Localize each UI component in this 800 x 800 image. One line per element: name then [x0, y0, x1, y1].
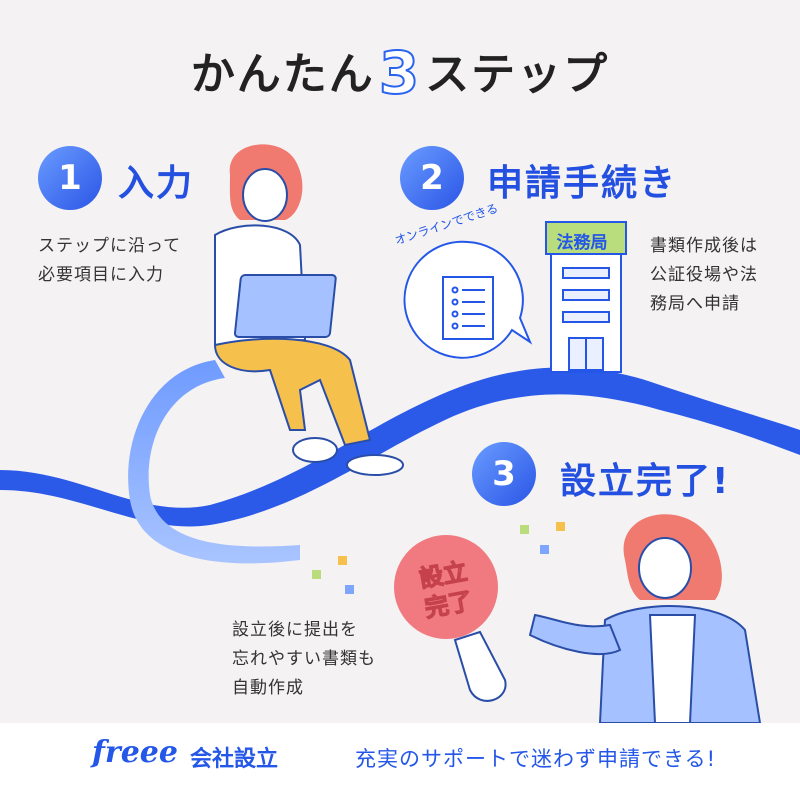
step-1-label: 入力 [118, 163, 195, 204]
page-title: かんたん3ステップ [190, 38, 610, 108]
completion-stamp [394, 535, 507, 702]
office-sign: 法務局 [556, 233, 608, 253]
person-presenting [528, 514, 762, 724]
step-2-description: 書類作成後は 公証役場や法 務局へ申請 [650, 236, 758, 314]
loop-ribbon [128, 360, 300, 564]
step-2-badge: 2 [400, 146, 464, 210]
person-typing [213, 144, 404, 476]
confetti [312, 522, 565, 594]
step-3-badge: 3 [472, 442, 536, 506]
speech-bubble-document [403, 240, 533, 359]
step-1-badge: 1 [38, 146, 102, 210]
tagline: 充実のサポートで迷わず申請できる! [355, 747, 716, 771]
footer-bar [0, 723, 800, 800]
step-2-label: 申請手続き [487, 163, 678, 204]
step-3-description: 設立後に提出を 忘れやすい書類も 自動作成 [232, 620, 376, 698]
title-number: 3 [378, 38, 422, 108]
legal-affairs-office-building [545, 221, 627, 373]
step-1-description: ステップに沿って 必要項目に入力 [38, 236, 182, 285]
freee-logo-text: freee [92, 735, 178, 770]
product-name: 会社設立 [190, 747, 279, 772]
step-3-label: 設立完了! [560, 461, 731, 502]
